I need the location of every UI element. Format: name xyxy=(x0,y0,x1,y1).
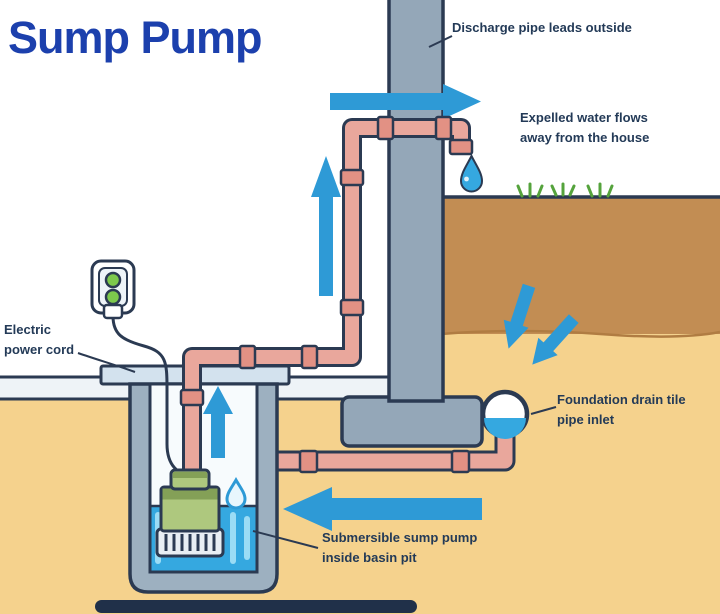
water-drop-icon xyxy=(459,153,484,193)
leader-line-pump xyxy=(252,530,319,549)
arrow-head xyxy=(532,337,558,365)
arrow-shaft xyxy=(542,314,579,353)
soil-brown-band xyxy=(441,197,720,334)
water-streak xyxy=(244,516,250,560)
drain-tile-pipe xyxy=(256,434,516,474)
pipe-fitting xyxy=(450,449,471,474)
discharge-right-arrow xyxy=(330,84,481,119)
downspout-water-drop-icon xyxy=(459,153,484,193)
pipe-fitting xyxy=(376,115,395,141)
foundation-footing xyxy=(340,395,484,448)
discharge-pipe-run xyxy=(179,115,474,482)
leader-lines xyxy=(77,35,557,549)
riser-up-arrow xyxy=(311,156,341,296)
infiltration-arrow-1 xyxy=(503,283,536,349)
pit-up-arrow xyxy=(203,386,233,458)
strainer-slots xyxy=(164,534,216,551)
label-water-extension: Expelled water flows away from the house xyxy=(520,110,650,145)
outlet-socket xyxy=(104,271,122,289)
leader-line-drain-tile xyxy=(530,406,557,415)
drop-highlight xyxy=(464,176,469,182)
drain-tile-circle xyxy=(480,389,530,439)
arrow-head xyxy=(503,319,529,349)
pump-cap-band xyxy=(173,472,207,478)
grass-tuft xyxy=(550,182,576,197)
pipe-fitting xyxy=(448,138,474,156)
pit-water-drop-icon xyxy=(225,476,247,510)
pipe-fitting xyxy=(179,388,205,407)
foundation-wall xyxy=(387,0,445,403)
pipe-fitting xyxy=(339,298,365,317)
grass-tuft xyxy=(516,182,544,198)
soil-boundary-line xyxy=(440,329,720,338)
label-sump-pump: Submersible sump pump inside basin pit xyxy=(322,530,478,565)
submersible-pump xyxy=(155,468,225,558)
label-discharge-pipe: Discharge pipe leads outside xyxy=(452,20,632,35)
power-outlet xyxy=(90,259,136,320)
discharge-pipe xyxy=(185,121,468,482)
pipe-fitting xyxy=(238,344,257,370)
soil-tan-right xyxy=(441,330,720,614)
page-title: Sump Pump xyxy=(8,12,263,63)
label-power-cord: Electric power cord xyxy=(4,322,75,357)
groundwater-left-arrow xyxy=(283,487,482,531)
outlet-socket xyxy=(104,288,122,306)
grass-tuft xyxy=(586,182,614,198)
infiltration-arrow-2 xyxy=(532,314,579,365)
pump-body-band xyxy=(162,488,218,500)
drain-tile-water xyxy=(484,418,526,439)
grass-tufts xyxy=(516,182,614,198)
bottom-ground-bar xyxy=(95,600,417,613)
pipe-fitting xyxy=(300,344,319,370)
pipe-fitting xyxy=(339,168,365,187)
pipe-fitting xyxy=(434,115,453,141)
leader-line-power xyxy=(77,352,136,373)
leader-line-discharge xyxy=(428,35,453,48)
drain-pipe xyxy=(256,434,513,469)
water-streak xyxy=(230,512,236,564)
power-cord xyxy=(111,315,195,480)
power-plug xyxy=(102,303,124,320)
label-drain-tile: Foundation drain tile pipe inlet xyxy=(557,392,686,427)
pipe-fitting xyxy=(298,449,319,474)
arrow-shaft xyxy=(509,283,536,328)
